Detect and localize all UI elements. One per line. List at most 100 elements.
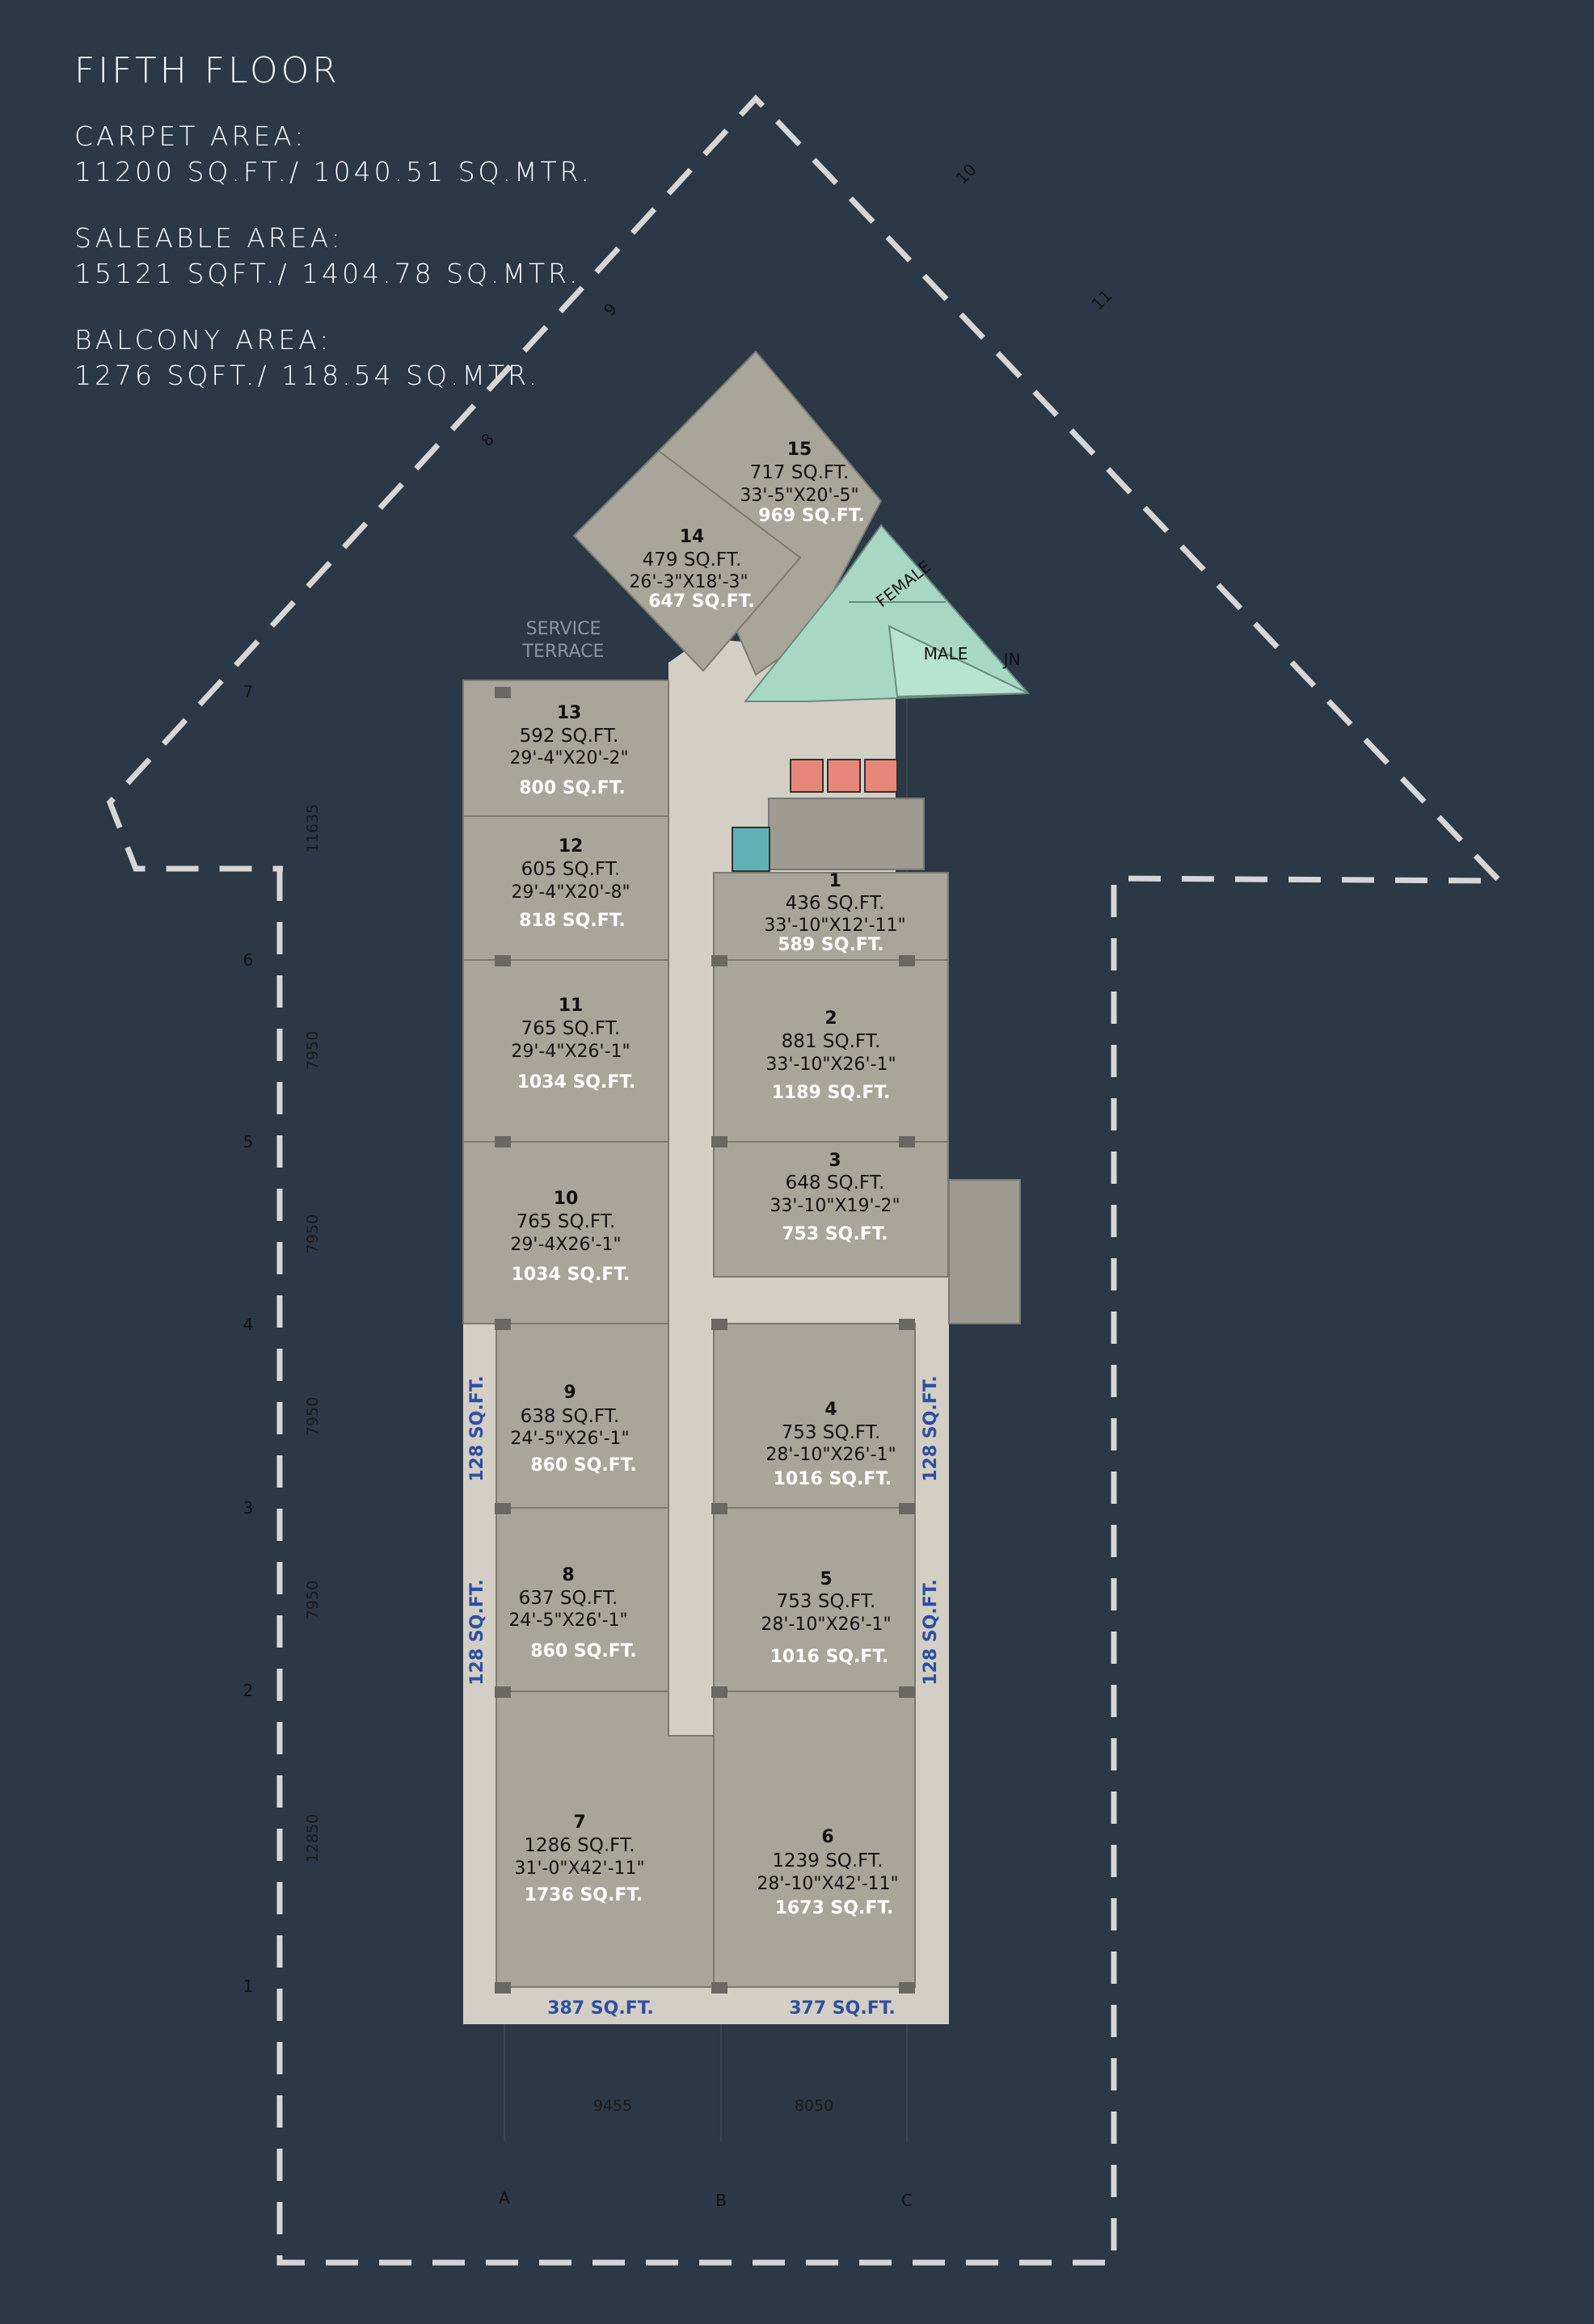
toilet-block [743,524,1031,702]
dimension-horizontal: 9455 [593,2097,632,2115]
dimension-horizontal: 8050 [795,2097,833,2115]
unit-number: 2 [824,1008,837,1029]
grid-diag-label: 9 [600,299,621,320]
unit-carpet-area: 765 SQ.FT. [521,1018,621,1039]
dimension-vertical: 7950 [304,1215,322,1253]
unit-dimensions: 33'-10"X19'-2" [770,1196,900,1216]
unit-saleable-area: 1016 SQ.FT. [770,1647,889,1667]
lift-3 [864,759,898,793]
unit-number: 10 [554,1189,579,1209]
unit-dimensions: 33'-10"X26'-1" [765,1055,896,1075]
saleable-area-value: 15121 SQFT./ 1404.78 SQ.MTR. [74,258,581,289]
grid-row-label: 1 [243,1977,254,1996]
unit-saleable-area: 1736 SQ.FT. [525,1885,643,1905]
grid-row-label: 5 [243,1132,254,1151]
unit-5-labels: 5 753 SQ.FT. 28'-10"X26'-1" 1016 SQ.FT. [761,1569,891,1667]
unit-10-shape [462,1141,669,1324]
unit-6-labels: 6 1239 SQ.FT. 28'-10"X42'-11" 1673 SQ.FT… [757,1827,898,1918]
unit-dimensions: 29'-4X26'-1" [510,1235,621,1255]
unit-dimensions: 24'-5"X26'-1" [508,1610,627,1631]
male-label: MALE [924,644,968,663]
balcony-right-lower: 128 SQ.FT. [921,1579,941,1686]
unit-saleable-area: 589 SQ.FT. [778,935,884,955]
floor-summary: FIFTH FLOOR CARPET AREA: 11200 SQ.FT./ 1… [74,50,592,424]
unit-carpet-area: 1239 SQ.FT. [772,1850,883,1871]
floor-title: FIFTH FLOOR [74,50,340,91]
unit-dimensions: 29'-4"X20'-2" [509,748,628,768]
unit-number: 12 [559,836,584,857]
unit-dimensions: 31'-0"X42'-11" [514,1859,644,1879]
unit-12-shape [462,815,669,961]
unit-number: 15 [787,440,812,460]
unit-dimensions: 28'-10"X42'-11" [757,1874,898,1894]
unit-saleable-area: 1673 SQ.FT. [775,1898,894,1918]
unit-carpet-area: 592 SQ.FT. [520,726,619,747]
service-lift [732,827,770,872]
unit-6-shape [713,1690,916,1988]
unit-saleable-area: 1189 SQ.FT. [772,1083,891,1103]
grid-col-label: B [715,2191,727,2210]
unit-carpet-area: 648 SQ.FT. [786,1173,885,1194]
unit-13-shape [462,680,669,817]
dimension-vertical: 7950 [304,1581,322,1619]
unit-8-shape [495,1507,669,1692]
grid-col-label: C [901,2191,913,2210]
unit-carpet-area: 765 SQ.FT. [517,1211,616,1232]
grid-row-label: 7 [243,682,254,701]
dimension-vertical: 12850 [304,1814,322,1863]
balcony-area-value: 1276 SQFT./ 118.54 SQ.MTR. [74,360,541,391]
unit-11-shape [462,959,669,1143]
lift-2 [827,759,861,793]
unit-9-labels: 9 638 SQ.FT. 24'-5"X26'-1" 860 SQ.FT. [510,1383,636,1476]
unit-14-labels: 14 479 SQ.FT. 26'-3"X18'-3" 647 SQ.FT. [629,527,754,612]
unit-number: 3 [829,1151,841,1171]
unit-dimensions: 29'-4"X26'-1" [511,1042,630,1062]
unit-15-labels: 15 717 SQ.FT. 33'-5"X20'-5" 969 SQ.FT. [740,440,864,526]
unit-13-labels: 13 592 SQ.FT. 29'-4"X20'-2" 800 SQ.FT. [509,703,628,798]
unit-12-labels: 12 605 SQ.FT. 29'-4"X20'-8" 818 SQ.FT. [511,836,630,931]
unit-2-labels: 2 881 SQ.FT. 33'-10"X26'-1" 1189 SQ.FT. [765,1008,896,1103]
unit-1-labels: 1 436 SQ.FT. 33'-10"X12'-11" 589 SQ.FT. [764,871,905,955]
unit-dimensions: 29'-4"X20'-8" [511,882,630,903]
unit-carpet-area: 1286 SQ.FT. [524,1835,635,1856]
unit-saleable-area: 753 SQ.FT. [782,1224,888,1244]
male-toilet [888,625,1029,698]
dimension-vertical: 7950 [304,1397,322,1436]
grid-diag-label: 10 [952,160,980,188]
unit-saleable-area: 1034 SQ.FT. [512,1265,630,1285]
unit-dimensions: 28'-10"X26'-1" [765,1445,896,1465]
unit-saleable-area: 860 SQ.FT. [530,1641,637,1661]
unit-number: 1 [829,871,841,891]
unit-carpet-area: 605 SQ.FT. [521,859,621,880]
unit-carpet-area: 479 SQ.FT. [643,549,742,570]
grid-row-label: 2 [243,1681,254,1700]
unit-1-shape [713,872,949,961]
unit-saleable-area: 1034 SQ.FT. [517,1072,636,1093]
balcony-bottom-right: 377 SQ.FT. [789,1998,896,2019]
unit-number: 9 [563,1383,576,1403]
fire-stair [948,1179,1021,1324]
stair-core [768,798,925,870]
unit-2-shape [713,959,949,1143]
unit-number: 5 [820,1569,832,1589]
unit-number: 11 [559,996,584,1016]
unit-4-labels: 4 753 SQ.FT. 28'-10"X26'-1" 1016 SQ.FT. [765,1400,896,1489]
unit-carpet-area: 637 SQ.FT. [519,1588,618,1609]
dimension-vertical: 11635 [304,804,322,853]
grid-row-label: 4 [243,1315,254,1334]
saleable-area-label: SALEABLE AREA: [74,222,344,254]
unit-number: 4 [824,1400,837,1420]
jn-label: JN [1002,650,1021,669]
unit-10-labels: 10 765 SQ.FT. 29'-4X26'-1" 1034 SQ.FT. [510,1189,630,1285]
unit-saleable-area: 860 SQ.FT. [530,1455,637,1476]
unit-carpet-area: 436 SQ.FT. [786,893,885,914]
unit-dimensions: 33'-10"X12'-11" [764,916,905,936]
unit-carpet-area: 753 SQ.FT. [782,1422,881,1443]
unit-3-shape [713,1141,949,1278]
unit-8-labels: 8 637 SQ.FT. 24'-5"X26'-1" 860 SQ.FT. [508,1565,636,1661]
unit-carpet-area: 638 SQ.FT. [521,1406,620,1427]
unit-14-shape [572,449,802,672]
unit-5-shape [713,1507,916,1692]
unit-carpet-area: 717 SQ.FT. [750,462,850,483]
unit-saleable-area: 818 SQ.FT. [519,911,626,931]
